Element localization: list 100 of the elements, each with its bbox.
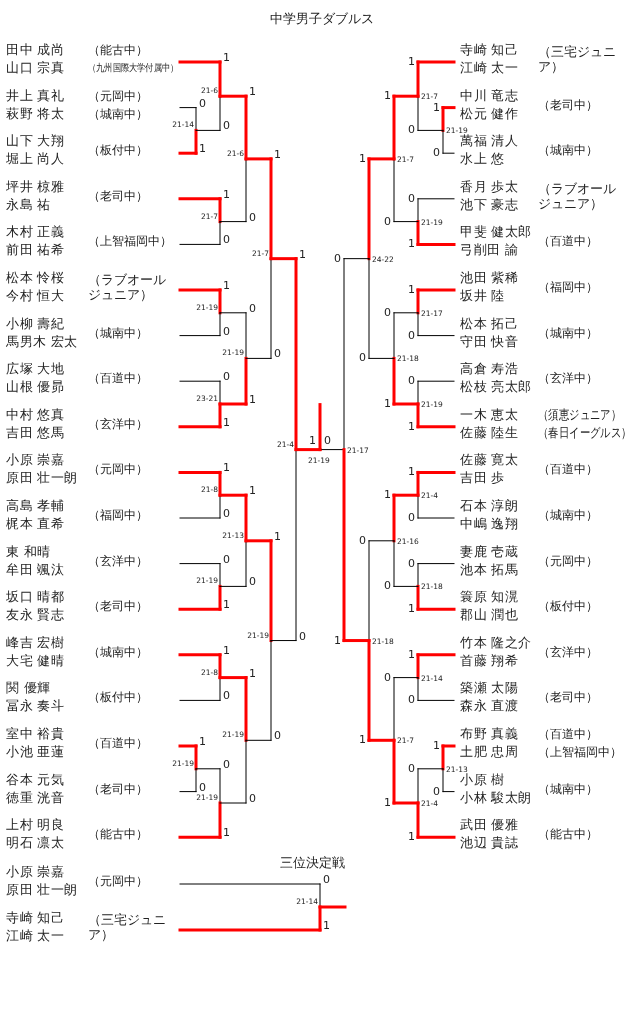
school-name: （城南中） bbox=[538, 324, 598, 341]
match-result: 1 bbox=[223, 189, 230, 200]
school-name: （ラブオールジュニア） bbox=[88, 272, 167, 302]
match-result: 1 bbox=[223, 600, 230, 611]
match-result: 1 bbox=[223, 828, 230, 839]
player-name: 武田 優雅 bbox=[460, 817, 519, 834]
match-result: 0 bbox=[407, 193, 415, 204]
player-name: 原田 壮一朗 bbox=[6, 470, 78, 487]
match-result: 1 bbox=[249, 395, 256, 405]
match-result: 1 bbox=[299, 249, 306, 260]
player-name: 明石 凛太 bbox=[6, 835, 65, 852]
match-result: 1 bbox=[249, 668, 256, 679]
match-result: 1 bbox=[407, 421, 415, 432]
player-name: 佐藤 陸生 bbox=[460, 424, 519, 441]
match-result: 0 bbox=[249, 303, 256, 314]
player-name: 江崎 太一 bbox=[6, 928, 65, 944]
school-name: （元岡中） bbox=[88, 873, 148, 889]
match-result: 0 bbox=[383, 672, 391, 683]
school-name: （百道中） bbox=[88, 370, 148, 387]
school-name: （老司中） bbox=[88, 598, 148, 615]
match-result: 1 bbox=[407, 57, 415, 67]
match-result: 1 bbox=[223, 53, 230, 63]
match-result: 0 bbox=[407, 125, 415, 136]
player-name: 池下 豪志 bbox=[460, 196, 519, 213]
player-name: 大宅 健晴 bbox=[6, 652, 65, 669]
player-name: 松元 健作 bbox=[460, 105, 519, 122]
player-name: 永島 祐 bbox=[6, 196, 51, 213]
match-result: 0 bbox=[249, 212, 256, 223]
player-name: 小原 崇嘉 bbox=[6, 864, 65, 880]
school-name: （上智福岡中） bbox=[538, 744, 622, 760]
match-result: 1 bbox=[407, 239, 415, 250]
school-name: （城南中） bbox=[538, 142, 598, 159]
player-name: 郡山 潤也 bbox=[460, 607, 519, 624]
match-result: 1 bbox=[309, 435, 316, 446]
player-name: 広塚 大地 bbox=[6, 361, 65, 378]
match-result: 0 bbox=[223, 121, 230, 132]
match-result: 0 bbox=[223, 691, 230, 702]
player-name: 簑原 知滉 bbox=[460, 589, 519, 606]
school-name: （老司中） bbox=[88, 780, 148, 797]
player-name: 萩野 将太 bbox=[6, 105, 65, 122]
match-result: 0 bbox=[432, 786, 440, 797]
school-name: （ラブオールジュニア） bbox=[538, 180, 617, 211]
match-result: 0 bbox=[407, 376, 415, 387]
match-result: 0 bbox=[223, 372, 230, 383]
player-name: 堀上 尚人 bbox=[6, 151, 65, 168]
player-name: 香月 歩太 bbox=[460, 178, 519, 195]
player-name: 妻鹿 壱蔵 bbox=[460, 543, 519, 560]
match-result: 1 bbox=[383, 91, 391, 102]
player-name: 佐藤 寛太 bbox=[460, 452, 519, 469]
player-name: 上村 明良 bbox=[6, 817, 65, 834]
match-result: 0 bbox=[274, 349, 281, 360]
school-name: （春日イーグルス） bbox=[538, 424, 632, 441]
school-name: （玄洋中） bbox=[88, 552, 148, 569]
match-result: 1 bbox=[407, 649, 415, 660]
school-name: （百道中） bbox=[538, 461, 598, 478]
match-result: 1 bbox=[358, 735, 366, 746]
player-name: 一木 恵太 bbox=[460, 406, 519, 423]
match-result: 0 bbox=[432, 148, 440, 159]
school-name: （元岡中） bbox=[88, 87, 148, 104]
player-name: 高倉 寿浩 bbox=[460, 361, 519, 378]
player-name: 室中 裕貴 bbox=[6, 726, 65, 742]
school-name: （須恵ジュニア） bbox=[538, 406, 622, 423]
match-result: 0 bbox=[223, 326, 230, 337]
player-name: 中嶋 逸翔 bbox=[460, 516, 519, 532]
match-result: 1 bbox=[407, 285, 415, 295]
match-result: 0 bbox=[249, 794, 256, 804]
player-name: 小原 樹 bbox=[460, 771, 505, 788]
match-result: 0 bbox=[324, 435, 331, 446]
match-result: 0 bbox=[323, 875, 330, 885]
match-result: 1 bbox=[223, 281, 230, 291]
player-name: 坪井 椋雅 bbox=[6, 178, 65, 195]
match-result: 1 bbox=[223, 463, 230, 474]
school-name: （老司中） bbox=[538, 689, 598, 706]
player-name: 築瀬 太陽 bbox=[460, 680, 519, 697]
player-name: 石本 淳朗 bbox=[460, 498, 519, 514]
match-result: 1 bbox=[383, 798, 391, 808]
player-name: 田中 成尚 bbox=[6, 42, 65, 58]
match-result: 0 bbox=[199, 782, 206, 793]
school-name: （三宅ジュニア） bbox=[88, 912, 167, 942]
player-name: 布野 真義 bbox=[460, 726, 519, 742]
school-name: （玄洋中） bbox=[538, 370, 598, 387]
player-name: 江崎 太一 bbox=[460, 60, 519, 76]
match-result: 0 bbox=[223, 554, 230, 565]
player-name: 牟田 颯汰 bbox=[6, 561, 65, 578]
player-name: 池本 拓馬 bbox=[460, 561, 519, 578]
school-name: （福岡中） bbox=[88, 507, 148, 523]
match-result: 1 bbox=[249, 486, 256, 497]
match-result: 0 bbox=[407, 695, 415, 706]
player-name: 小池 亜蓮 bbox=[6, 744, 65, 760]
player-name: 山根 優昴 bbox=[6, 379, 65, 396]
player-name: 中川 竜志 bbox=[460, 87, 519, 104]
player-name: 馬男木 宏太 bbox=[6, 333, 78, 350]
match-result: 1 bbox=[407, 832, 415, 843]
player-name: 坂井 陸 bbox=[460, 288, 505, 304]
player-name: 森永 直渡 bbox=[460, 698, 519, 715]
match-result: 0 bbox=[407, 558, 415, 569]
player-name: 松枝 亮太郎 bbox=[460, 379, 532, 396]
school-name: （城南中） bbox=[538, 780, 598, 797]
school-name: （百道中） bbox=[88, 735, 148, 751]
school-name: （板付中） bbox=[538, 598, 598, 615]
